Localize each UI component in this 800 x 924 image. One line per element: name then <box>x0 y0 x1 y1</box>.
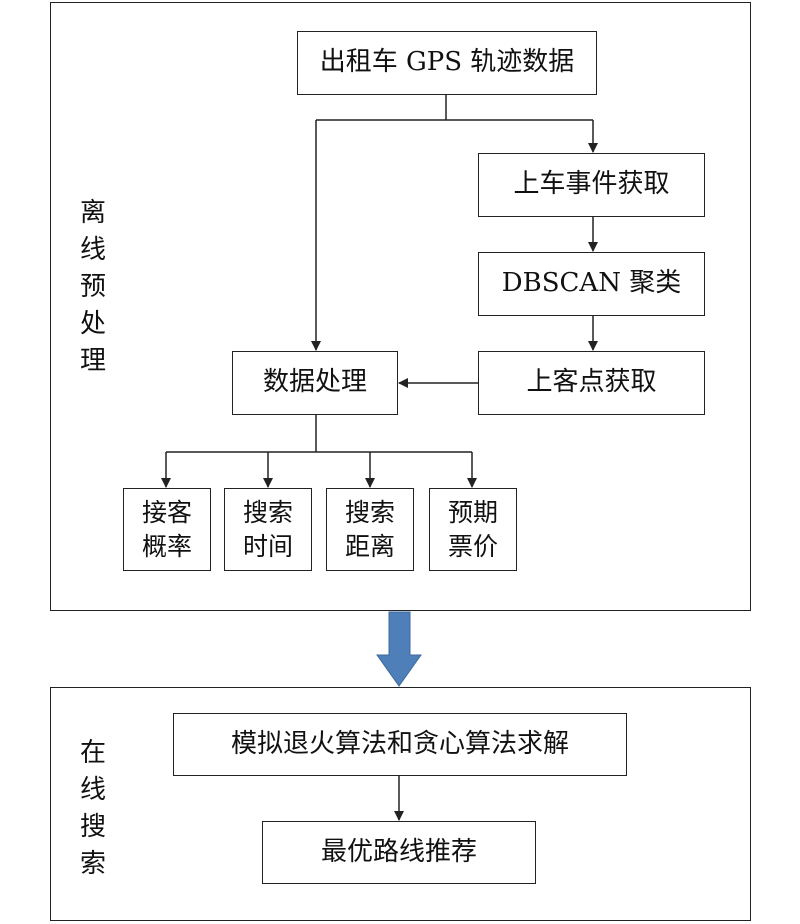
offline-label-char: 预 <box>79 272 106 302</box>
metric-line: 搜索 <box>344 497 395 527</box>
metric-line: 预期 <box>447 497 498 527</box>
offline-label-char: 离 <box>79 198 106 228</box>
online-label-char: 线 <box>79 775 106 805</box>
pickup-events-box: 上车事件获取 <box>478 153 705 217</box>
metric-search-distance: 搜索 距离 <box>326 488 414 571</box>
online-label-char: 索 <box>79 849 106 879</box>
data-processing-box: 数据处理 <box>232 351 398 415</box>
dbscan-box: DBSCAN 聚类 <box>478 252 705 316</box>
gps-data-box: 出租车 GPS 轨迹数据 <box>297 31 597 95</box>
metric-line: 票价 <box>447 531 498 561</box>
metric-line: 接客 <box>141 497 192 527</box>
offline-label: 离 线 预 处 理 <box>78 195 108 380</box>
metric-pickup-probability: 接客 概率 <box>123 488 211 571</box>
route-recommend-box: 最优路线推荐 <box>262 821 536 884</box>
metric-line: 搜索 <box>242 497 293 527</box>
online-label: 在 线 搜 索 <box>78 735 108 883</box>
stage-transition-arrow <box>376 611 422 687</box>
online-label-char: 在 <box>79 738 106 768</box>
offline-label-char: 处 <box>79 309 106 339</box>
online-label-char: 搜 <box>79 812 106 842</box>
metric-line: 距离 <box>344 531 395 561</box>
metric-search-time: 搜索 时间 <box>224 488 312 571</box>
pickup-points-box: 上客点获取 <box>478 351 705 415</box>
offline-label-char: 理 <box>79 346 106 376</box>
solver-box: 模拟退火算法和贪心算法求解 <box>173 713 627 776</box>
metric-expected-fare: 预期 票价 <box>429 488 517 571</box>
metric-line: 概率 <box>141 531 192 561</box>
metric-line: 时间 <box>242 531 293 561</box>
offline-label-char: 线 <box>79 235 106 265</box>
